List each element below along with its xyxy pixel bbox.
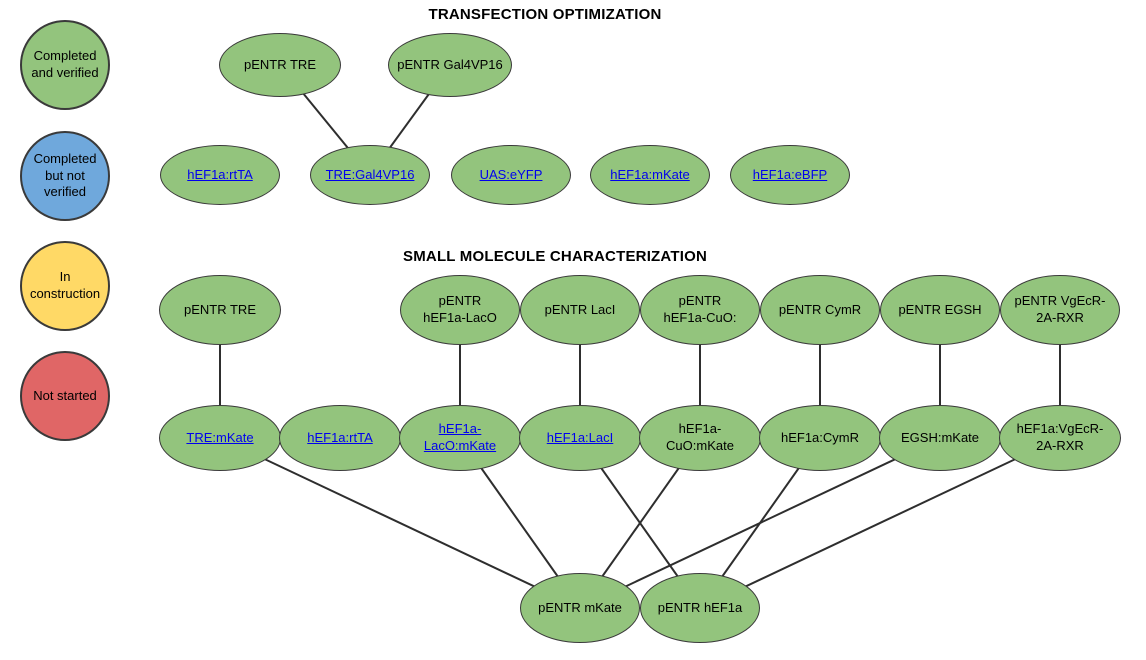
- node-label-hef1a-ebfp[interactable]: hEF1a:eBFP: [752, 166, 828, 182]
- node-hef1a-cuo-mkate: hEF1a- CuO:mKate: [639, 405, 761, 471]
- node-label-pentr-egsh: pENTR EGSH: [898, 301, 982, 317]
- node-label-egsh-mkate: EGSH:mKate: [900, 429, 980, 445]
- node-pentr-gal4vp16: pENTR Gal4VP16: [388, 33, 512, 97]
- node-tre-gal4vp16[interactable]: TRE:Gal4VP16: [310, 145, 430, 205]
- legend-item-completed-verified: Completed and verified: [20, 20, 110, 110]
- edge-hef1a-vgecr-2a-rxr-to-pentr-hef1a: [699, 437, 1061, 609]
- node-label-hef1a-mkate[interactable]: hEF1a:mKate: [610, 166, 690, 182]
- node-pentr-cymr: pENTR CymR: [760, 275, 880, 345]
- node-hef1a-rtta-top[interactable]: hEF1a:rtTA: [160, 145, 280, 205]
- node-pentr-laci: pENTR LacI: [520, 275, 640, 345]
- node-label-tre-gal4vp16[interactable]: TRE:Gal4VP16: [325, 166, 415, 182]
- section-title-transfection-optimization: TRANSFECTION OPTIMIZATION: [428, 6, 662, 23]
- legend-label-in-construction: In construction: [29, 269, 101, 301]
- node-label-pentr-tre-top: pENTR TRE: [244, 56, 316, 72]
- node-label-hef1a-laco-mkate[interactable]: hEF1a- LacO:mKate: [423, 421, 497, 453]
- node-pentr-mkate: pENTR mKate: [520, 573, 640, 643]
- node-pentr-hef1a-cuo: pENTR hEF1a-CuO:: [640, 275, 760, 345]
- node-hef1a-ebfp[interactable]: hEF1a:eBFP: [730, 145, 850, 205]
- node-hef1a-vgecr-2a-rxr: hEF1a:VgEcR- 2A-RXR: [999, 405, 1121, 471]
- node-pentr-hef1a: pENTR hEF1a: [640, 573, 760, 643]
- node-hef1a-mkate[interactable]: hEF1a:mKate: [590, 145, 710, 205]
- node-label-pentr-gal4vp16: pENTR Gal4VP16: [397, 56, 503, 72]
- node-label-pentr-hef1a-cuo: pENTR hEF1a-CuO:: [663, 293, 737, 325]
- node-label-pentr-tre-sm: pENTR TRE: [184, 301, 256, 317]
- node-hef1a-laci[interactable]: hEF1a:LacI: [519, 405, 641, 471]
- legend-label-completed-not-verified: Completed but not verified: [33, 150, 97, 200]
- legend-label-completed-verified: Completed and verified: [31, 48, 99, 80]
- legend-item-not-started: Not started: [20, 351, 110, 441]
- node-label-hef1a-rtta-top[interactable]: hEF1a:rtTA: [187, 166, 253, 182]
- node-egsh-mkate: EGSH:mKate: [879, 405, 1001, 471]
- node-label-hef1a-cuo-mkate: hEF1a- CuO:mKate: [666, 421, 734, 453]
- node-pentr-tre-sm: pENTR TRE: [159, 275, 281, 345]
- node-label-pentr-vgecr-2a-rxr: pENTR VgEcR- 2A-RXR: [1014, 293, 1106, 325]
- node-pentr-hef1a-laco: pENTR hEF1a-LacO: [400, 275, 520, 345]
- node-label-uas-eyfp[interactable]: UAS:eYFP: [479, 166, 543, 182]
- node-hef1a-laco-mkate[interactable]: hEF1a- LacO:mKate: [399, 405, 521, 471]
- legend-label-not-started: Not started: [33, 387, 97, 403]
- node-pentr-vgecr-2a-rxr: pENTR VgEcR- 2A-RXR: [1000, 275, 1120, 345]
- node-uas-eyfp[interactable]: UAS:eYFP: [451, 145, 571, 205]
- node-label-hef1a-cymr: hEF1a:CymR: [780, 429, 860, 445]
- node-hef1a-cymr: hEF1a:CymR: [759, 405, 881, 471]
- edge-tre-mkate-to-pentr-mkate: [219, 437, 581, 609]
- node-label-hef1a-vgecr-2a-rxr: hEF1a:VgEcR- 2A-RXR: [1016, 421, 1104, 453]
- legend-item-completed-not-verified: Completed but not verified: [20, 131, 110, 221]
- node-pentr-tre-top: pENTR TRE: [219, 33, 341, 97]
- node-pentr-egsh: pENTR EGSH: [880, 275, 1000, 345]
- legend-item-in-construction: In construction: [20, 241, 110, 331]
- node-label-pentr-hef1a: pENTR hEF1a: [657, 599, 743, 615]
- node-label-pentr-cymr: pENTR CymR: [778, 301, 862, 317]
- section-title-small-molecule-characterization: SMALL MOLECULE CHARACTERIZATION: [403, 248, 707, 265]
- node-label-hef1a-laci[interactable]: hEF1a:LacI: [546, 429, 614, 445]
- node-label-tre-mkate[interactable]: TRE:mKate: [186, 429, 254, 445]
- node-label-hef1a-rtta-sm[interactable]: hEF1a:rtTA: [307, 429, 373, 445]
- node-label-pentr-laci: pENTR LacI: [544, 301, 616, 317]
- node-label-pentr-hef1a-laco: pENTR hEF1a-LacO: [423, 293, 497, 325]
- node-label-pentr-mkate: pENTR mKate: [538, 599, 622, 615]
- node-tre-mkate[interactable]: TRE:mKate: [159, 405, 281, 471]
- node-hef1a-rtta-sm[interactable]: hEF1a:rtTA: [279, 405, 401, 471]
